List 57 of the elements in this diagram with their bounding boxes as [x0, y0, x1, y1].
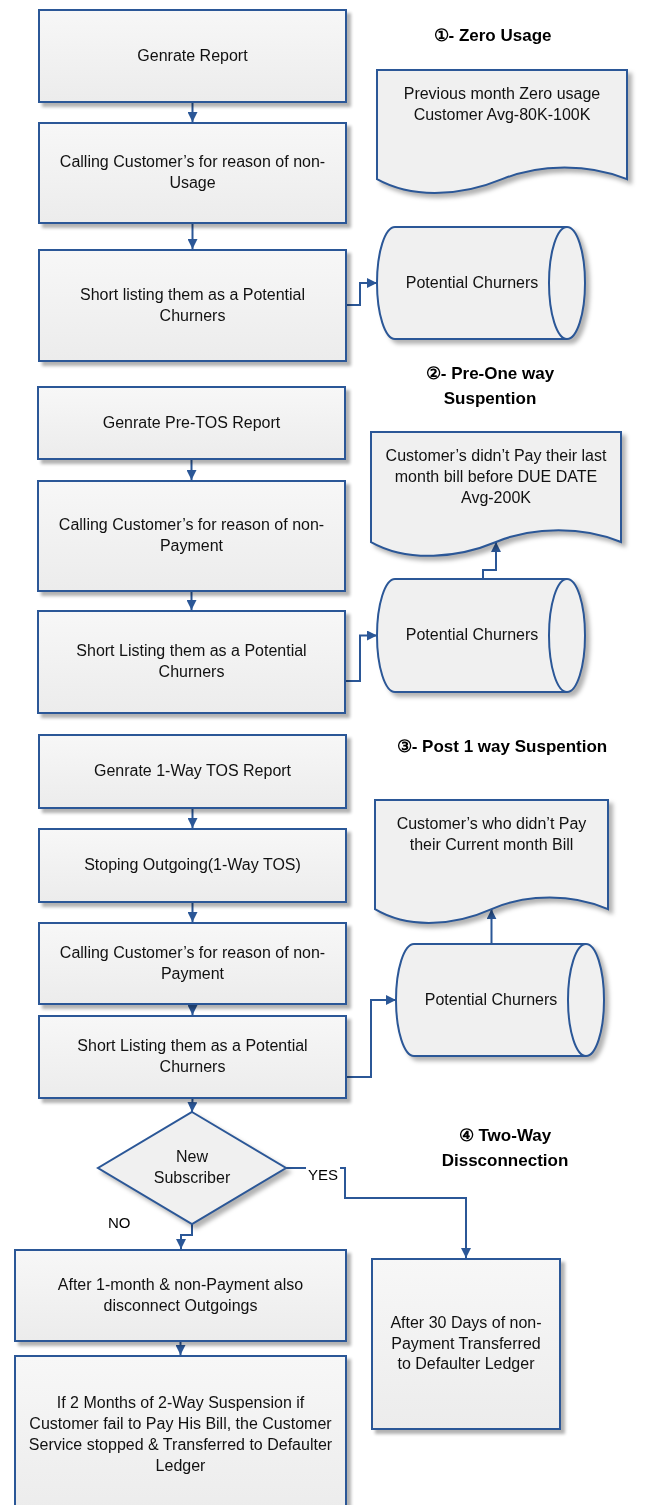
node-text: After 30 Days of non-Payment Transferred to Defaulter Ledger	[389, 1312, 543, 1375]
node-text: Calling Customer’s for reason of non-Payment	[57, 515, 326, 556]
arrow	[186, 591, 197, 611]
process-box	[14, 1355, 347, 1505]
section-heading: ②- Pre-One way Suspention	[424, 363, 556, 410]
section-heading: ③- Post 1 way Suspention	[395, 736, 609, 758]
node-text: Genrate Report	[136, 45, 249, 66]
arrow	[187, 808, 198, 829]
node-text: Potential Churners	[404, 272, 540, 293]
process-box	[37, 386, 346, 460]
process-box	[14, 1249, 347, 1342]
node-text: After 1-month & non-Payment also disconnect Outgoings	[56, 1274, 305, 1316]
process-box	[37, 610, 346, 714]
process-box	[37, 480, 346, 592]
process-box	[38, 922, 347, 1005]
node-text: Short listing them as a Potential Churners	[79, 284, 306, 326]
arrow	[346, 278, 378, 306]
edge-label: YES	[306, 1166, 340, 1183]
node-text: Genrate 1-Way TOS Report	[92, 761, 293, 782]
process-box	[38, 828, 347, 903]
node-text: Customer’s who didn’t Pay their Current month Bill	[395, 814, 588, 855]
node-text: Genrate Pre-TOS Report	[101, 412, 282, 433]
arrow	[345, 630, 378, 682]
node-text: Previous month Zero usage Customer Avg-80K-100K	[402, 84, 602, 125]
arrow	[175, 1341, 186, 1356]
process-box	[38, 122, 347, 224]
process-box	[38, 9, 347, 103]
arrow	[187, 1004, 198, 1016]
storage-cylinder	[396, 944, 604, 1056]
arrow	[486, 908, 497, 945]
node-text: Stoping Outgoing(1-Way TOS)	[83, 855, 302, 876]
process-box	[38, 734, 347, 809]
node-text: New Subscriber	[152, 1147, 232, 1188]
process-box	[38, 249, 347, 362]
node-text: If 2 Months of 2-Way Suspension if Customer fail to Pay His Bill, the Customer Service stopped & Transferred to Defaulter Ledger	[27, 1393, 334, 1476]
section-heading: ①- Zero Usage	[432, 25, 553, 47]
node-text: Short Listing them as a Potential Churners	[75, 641, 308, 682]
node-text: Calling Customer’s for reason of non-Payment	[58, 942, 327, 984]
process-box	[371, 1258, 561, 1430]
node-text: Customer’s didn’t Pay their last month bill before DUE DATE Avg-200K	[384, 446, 608, 508]
section-heading: ④ Two-Way Dissconnection	[440, 1125, 570, 1172]
arrow	[187, 1098, 198, 1113]
storage-cylinder	[377, 227, 585, 339]
arrow	[176, 1223, 193, 1250]
process-box	[38, 1015, 347, 1099]
arrow	[187, 223, 198, 250]
arrow	[482, 541, 501, 580]
arrow	[186, 459, 197, 481]
storage-cylinder	[377, 579, 585, 692]
node-text: Potential Churners	[423, 989, 559, 1010]
node-text: Calling Customer’s for reason of non-Usage	[58, 152, 327, 193]
arrow	[187, 902, 198, 923]
arrow	[346, 995, 397, 1078]
node-text: Potential Churners	[404, 625, 540, 646]
arrow	[285, 1167, 471, 1259]
node-text: Short Listing them as a Potential Churners	[76, 1036, 309, 1077]
arrow	[187, 102, 198, 123]
